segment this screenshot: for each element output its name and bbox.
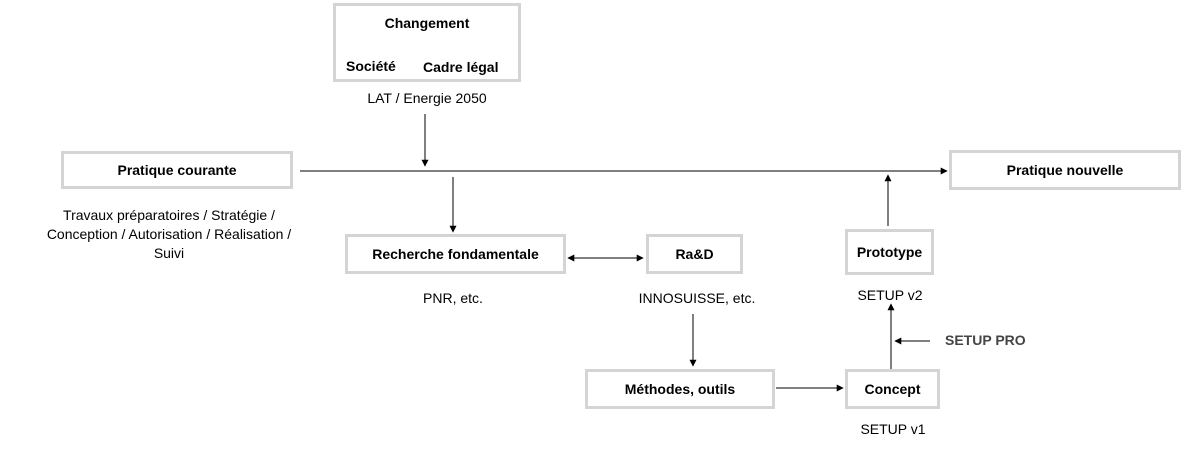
changement-caption: LAT / Energie 2050 <box>367 90 487 106</box>
setup-pro-label: SETUP PRO <box>945 332 1026 348</box>
pratique-courante-box: Pratique courante <box>61 151 293 189</box>
changement-box: Changement Société Cadre légal <box>333 3 521 82</box>
recherche-label: Recherche fondamentale <box>372 246 539 262</box>
recherche-caption: PNR, etc. <box>423 290 483 306</box>
methodes-label: Méthodes, outils <box>624 381 736 397</box>
concept-label: Concept <box>864 381 921 397</box>
pratique-nouvelle-label: Pratique nouvelle <box>1006 162 1124 178</box>
rad-box: Ra&D <box>646 234 743 274</box>
pratique-courante-label: Pratique courante <box>117 162 237 178</box>
prototype-label: Prototype <box>856 244 923 260</box>
pratique-nouvelle-box: Pratique nouvelle <box>949 150 1181 190</box>
pratique-courante-caption-line: Suivi <box>153 245 185 261</box>
societe-label: Société <box>346 58 396 74</box>
rad-label: Ra&D <box>675 246 714 262</box>
prototype-caption: SETUP v2 <box>857 287 923 303</box>
prototype-box: Prototype <box>845 229 934 275</box>
recherche-box: Recherche fondamentale <box>345 234 566 274</box>
concept-box: Concept <box>845 369 940 409</box>
methodes-box: Méthodes, outils <box>585 369 775 409</box>
pratique-courante-caption: Travaux préparatoires / Stratégie / Conc… <box>14 206 324 263</box>
changement-title: Changement <box>384 15 470 31</box>
rad-caption: INNOSUISSE, etc. <box>638 290 756 306</box>
concept-caption: SETUP v1 <box>860 421 926 437</box>
pratique-courante-caption-line: Conception / Autorisation / Réalisation … <box>46 226 292 242</box>
cadre-legal-label: Cadre légal <box>423 59 499 75</box>
pratique-courante-caption-line: Travaux préparatoires / Stratégie / <box>63 207 275 223</box>
